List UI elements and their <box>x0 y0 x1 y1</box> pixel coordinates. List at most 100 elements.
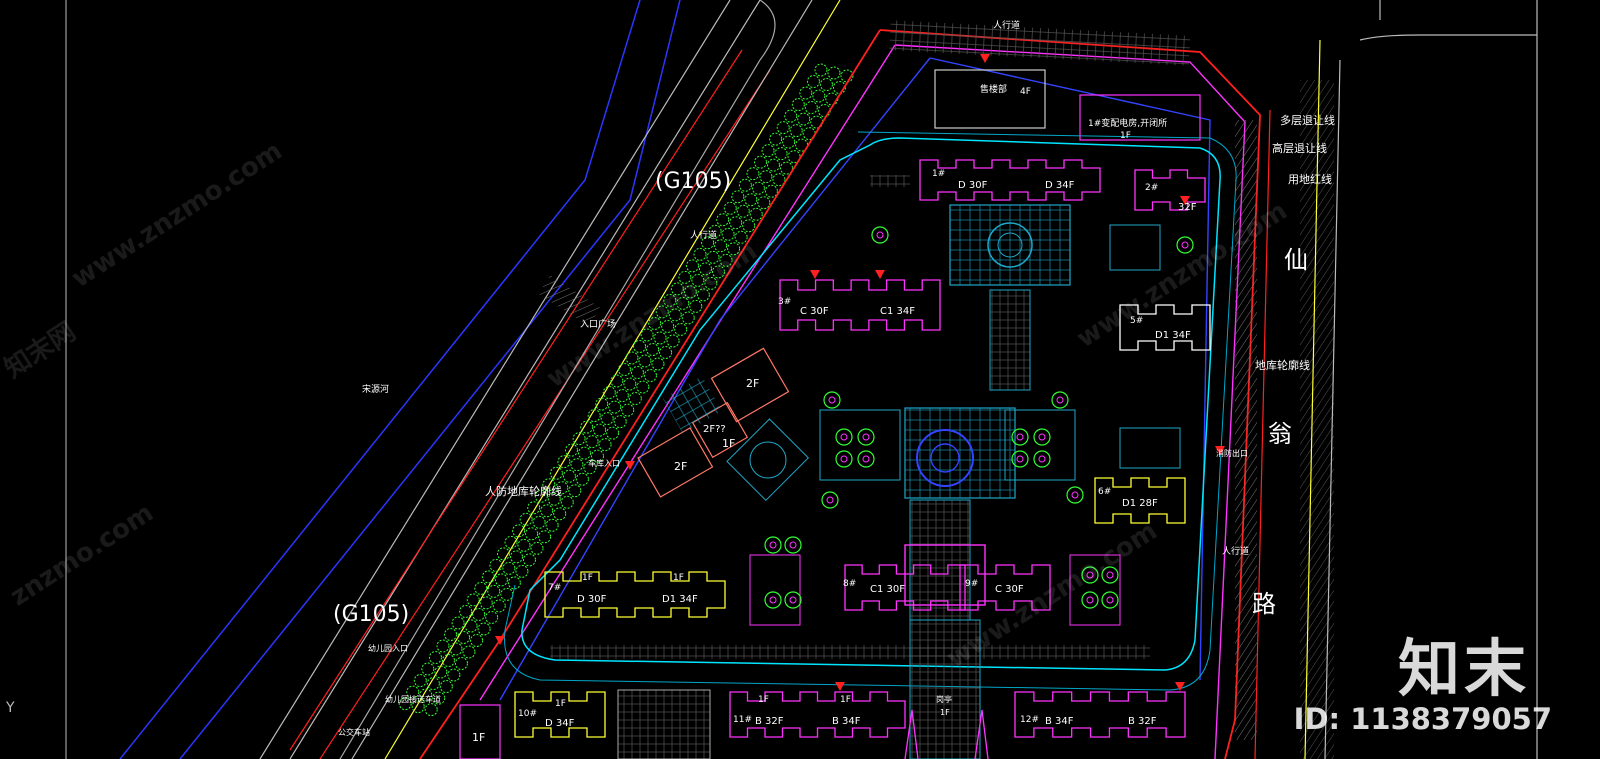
building-number-b11: 11# <box>733 715 752 725</box>
building-outline <box>1014 691 1186 738</box>
red-line-label: 用地红线 <box>1288 172 1332 186</box>
inner-ring-road <box>521 137 1221 671</box>
tree-symbol <box>791 98 805 112</box>
road-char-2: 翁 <box>1268 420 1292 448</box>
planter-core <box>789 596 797 604</box>
tree-symbol <box>398 697 412 711</box>
tree-symbol <box>591 449 605 463</box>
tree-symbol <box>560 495 574 509</box>
club-b-floors: 2F <box>674 460 687 473</box>
tree-symbol <box>759 170 773 184</box>
tree-symbol <box>419 688 433 702</box>
planter-core <box>1038 433 1046 441</box>
planter-core <box>1086 596 1094 604</box>
gate-markers <box>904 709 989 759</box>
tree-symbol <box>444 627 458 641</box>
inner-ring-road-outer <box>503 131 1237 691</box>
tree-symbol <box>464 619 478 633</box>
building-outline <box>544 571 726 618</box>
river-edge-left <box>119 0 641 759</box>
tree-symbol <box>481 570 495 584</box>
tree-symbol <box>704 276 718 290</box>
road-char-1: 仙 <box>1284 246 1308 274</box>
highway-label-top: (G105) <box>655 169 731 194</box>
tree-symbol <box>507 576 521 590</box>
tree-symbol <box>648 316 662 330</box>
tree-symbol <box>698 262 712 276</box>
tree-symbol <box>509 550 523 564</box>
fire-exit-label: 消防出口 <box>1216 448 1248 458</box>
tree-symbol <box>615 389 629 403</box>
river-edge-right <box>179 0 681 759</box>
sidewalk-diag-label: 人行道 <box>690 229 717 241</box>
building-number-b9: 9# <box>965 579 978 589</box>
building-number-b8: 8# <box>843 579 856 589</box>
tree-symbol <box>492 599 506 613</box>
tree-symbol <box>630 366 644 380</box>
tree-symbol <box>683 285 697 299</box>
tree-symbol <box>540 504 554 518</box>
watermark-id: ID: 1138379057 <box>1293 702 1552 736</box>
mystery-label: 2F?? <box>703 424 726 435</box>
tree-symbol <box>776 121 790 135</box>
planter-symbol <box>764 591 782 609</box>
tree-symbol <box>580 420 594 434</box>
tree-symbol <box>723 201 737 215</box>
tree-symbol <box>608 400 622 414</box>
tree-symbol <box>638 354 652 368</box>
podium-floor-b11: 1F <box>758 695 769 705</box>
building-outline <box>1134 169 1206 211</box>
highway-label-bottom: (G105) <box>333 602 409 627</box>
tree-symbol <box>751 181 765 195</box>
building-number-b3: 3# <box>778 297 791 307</box>
planter-core <box>1016 433 1024 441</box>
setback-high-label: 高层退让线 <box>1272 141 1327 155</box>
tree-symbol <box>678 270 692 284</box>
planter-core <box>1106 571 1114 579</box>
tree-symbol <box>534 489 548 503</box>
planter-symbol <box>1033 428 1051 446</box>
tree-symbol <box>806 75 820 89</box>
planter-core <box>1038 455 1046 463</box>
building-number-b12: 12# <box>1020 715 1039 725</box>
planter-core <box>862 455 870 463</box>
building-outline <box>1119 304 1211 351</box>
sidewalk-top-label: 人行道 <box>993 19 1020 31</box>
tree-symbol <box>774 147 788 161</box>
tree-symbol <box>406 685 420 699</box>
tree-symbol <box>659 345 673 359</box>
tree-symbol <box>517 538 531 552</box>
tree-symbol <box>504 535 518 549</box>
guard-label: 岗亭 <box>936 694 952 704</box>
entry-plaza-label: 入口广场 <box>580 318 616 330</box>
tree-symbol <box>441 654 455 668</box>
garage-entry-label: 车库入口 <box>588 458 620 468</box>
building-type2-b7: D1 34F <box>662 594 698 605</box>
building-number-b5: 5# <box>1130 316 1143 326</box>
entry-marker <box>810 270 820 279</box>
building-type-b11: B 32F <box>755 716 784 727</box>
planter-symbol <box>1033 450 1051 468</box>
right-road-lines <box>1254 0 1538 759</box>
road-char-3: 路 <box>1252 590 1276 618</box>
tree-symbol <box>477 622 491 636</box>
tree-symbol <box>519 512 533 526</box>
planter-symbol <box>784 536 802 554</box>
tree-symbol <box>570 458 584 472</box>
tree-symbol <box>562 469 576 483</box>
building-type-b12: B 34F <box>1045 716 1074 727</box>
tree-symbol <box>714 239 728 253</box>
planter-core <box>828 396 836 404</box>
paving-top <box>889 20 1191 66</box>
river-label: 宋源河 <box>362 383 389 395</box>
tree-symbol <box>764 184 778 198</box>
tree-symbol <box>489 558 503 572</box>
building-type-b2: 32F <box>1178 202 1197 213</box>
building-number-b10: 10# <box>518 709 537 719</box>
tree-symbol <box>736 204 750 218</box>
planter-symbol <box>857 450 875 468</box>
tree-symbol <box>502 561 516 575</box>
planter-core <box>769 596 777 604</box>
tree-symbol <box>555 481 569 495</box>
entry-marker <box>625 461 635 470</box>
